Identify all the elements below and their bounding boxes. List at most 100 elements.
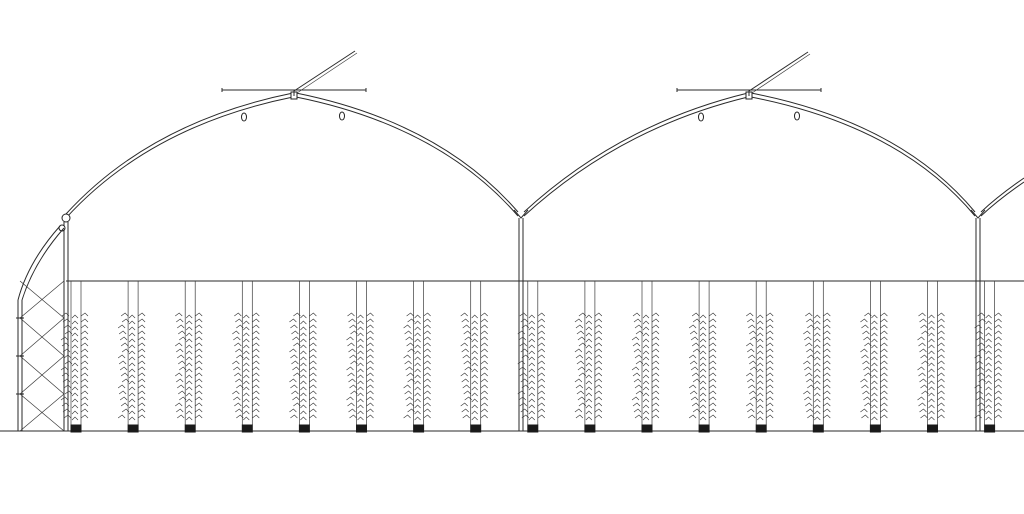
leaf-cluster	[750, 366, 774, 373]
leaf-cluster	[404, 360, 431, 367]
leaf-cluster	[917, 396, 945, 403]
leaf-cluster	[464, 336, 488, 343]
plant-row	[289, 281, 317, 433]
gutter-joint	[513, 209, 529, 219]
leaf-cluster	[917, 336, 945, 343]
roof-arch	[65, 96, 294, 219]
leaf-cluster	[120, 372, 146, 379]
leaf-cluster	[690, 336, 717, 343]
leaf-cluster	[406, 402, 431, 409]
leaf-cluster	[631, 396, 660, 403]
leaf-cluster	[463, 330, 488, 337]
leaf-cluster	[175, 342, 203, 349]
leaf-cluster	[521, 324, 546, 331]
plant-pot	[127, 424, 139, 433]
leaf-cluster	[978, 318, 1002, 325]
eave-clamp	[61, 213, 71, 223]
plant-pot	[641, 424, 653, 433]
plant-pot	[984, 424, 996, 433]
vent-arm	[751, 53, 811, 94]
leaf-cluster	[405, 366, 431, 373]
leaf-cluster	[232, 360, 260, 367]
leaf-cluster	[350, 360, 374, 367]
leaf-cluster	[576, 360, 603, 367]
plant-pot	[241, 424, 253, 433]
leaf-cluster	[290, 384, 317, 391]
plant-row	[460, 281, 488, 433]
leaf-cluster	[234, 372, 260, 379]
leaf-cluster	[576, 330, 603, 337]
leaf-cluster	[291, 360, 317, 367]
plant-pot	[527, 424, 539, 433]
leaf-cluster	[633, 408, 660, 415]
leaf-cluster	[235, 318, 260, 325]
leaf-cluster	[233, 366, 260, 373]
leaf-cluster	[117, 354, 146, 361]
leaf-cluster	[805, 402, 831, 409]
leaf-cluster	[863, 336, 888, 343]
leaf-cluster	[406, 342, 431, 349]
leaf-cluster	[575, 384, 603, 391]
leaf-cluster	[120, 342, 146, 349]
leaf-cluster	[520, 348, 546, 355]
leaf-cluster	[860, 318, 888, 325]
leaf-cluster	[803, 330, 831, 337]
leaf-cluster	[232, 390, 260, 397]
leaf-cluster	[460, 312, 488, 319]
leaf-cluster	[293, 342, 317, 349]
leaf-cluster	[804, 396, 831, 403]
leaf-cluster	[748, 354, 774, 361]
leaf-cluster	[175, 372, 203, 379]
leaf-cluster	[748, 384, 774, 391]
leaf-cluster	[691, 402, 717, 409]
leaf-cluster	[346, 396, 374, 403]
leaf-cluster	[235, 408, 260, 415]
leaf-cluster	[406, 312, 431, 319]
leaf-cluster	[120, 312, 146, 319]
leaf-cluster	[62, 318, 89, 325]
leaf-cluster	[463, 390, 488, 397]
arch-clamp	[339, 111, 345, 121]
plant-pot	[70, 424, 82, 433]
leaf-cluster	[974, 354, 1002, 361]
leaf-cluster	[403, 414, 431, 421]
leaf-cluster	[861, 384, 888, 391]
leaf-cluster	[289, 408, 317, 415]
leaf-cluster	[747, 378, 774, 385]
plant-row	[175, 281, 203, 433]
leaf-cluster	[60, 366, 89, 373]
leaf-cluster	[974, 384, 1002, 391]
leaf-cluster	[632, 402, 660, 409]
leaf-cluster	[519, 312, 546, 319]
leaf-cluster	[635, 360, 660, 367]
leaf-cluster	[176, 348, 203, 355]
plant-row	[574, 281, 603, 433]
leaf-cluster	[634, 414, 660, 421]
endwall-brace	[19, 355, 65, 395]
leaf-cluster	[292, 396, 317, 403]
leaf-cluster	[632, 312, 660, 319]
leaf-cluster	[236, 324, 260, 331]
leaf-cluster	[461, 318, 488, 325]
leaf-cluster	[404, 390, 431, 397]
leaf-cluster	[689, 330, 717, 337]
leaf-cluster	[578, 342, 603, 349]
leaf-cluster	[748, 414, 774, 421]
plant-pot	[413, 424, 425, 433]
leaf-cluster	[746, 372, 774, 379]
leaf-cluster	[403, 384, 431, 391]
leaf-cluster	[63, 354, 89, 361]
leaf-cluster	[348, 378, 374, 385]
leaf-cluster	[462, 384, 488, 391]
leaf-cluster	[233, 396, 260, 403]
leaf-cluster	[919, 378, 945, 385]
leaf-cluster	[577, 366, 603, 373]
leaf-cluster	[405, 396, 431, 403]
leaf-cluster	[747, 318, 774, 325]
leaf-cluster	[862, 360, 888, 367]
leaf-cluster	[688, 354, 717, 361]
leaf-cluster	[234, 342, 260, 349]
leaf-cluster	[293, 372, 317, 379]
leaf-cluster	[232, 330, 260, 337]
leaf-cluster	[520, 318, 546, 325]
